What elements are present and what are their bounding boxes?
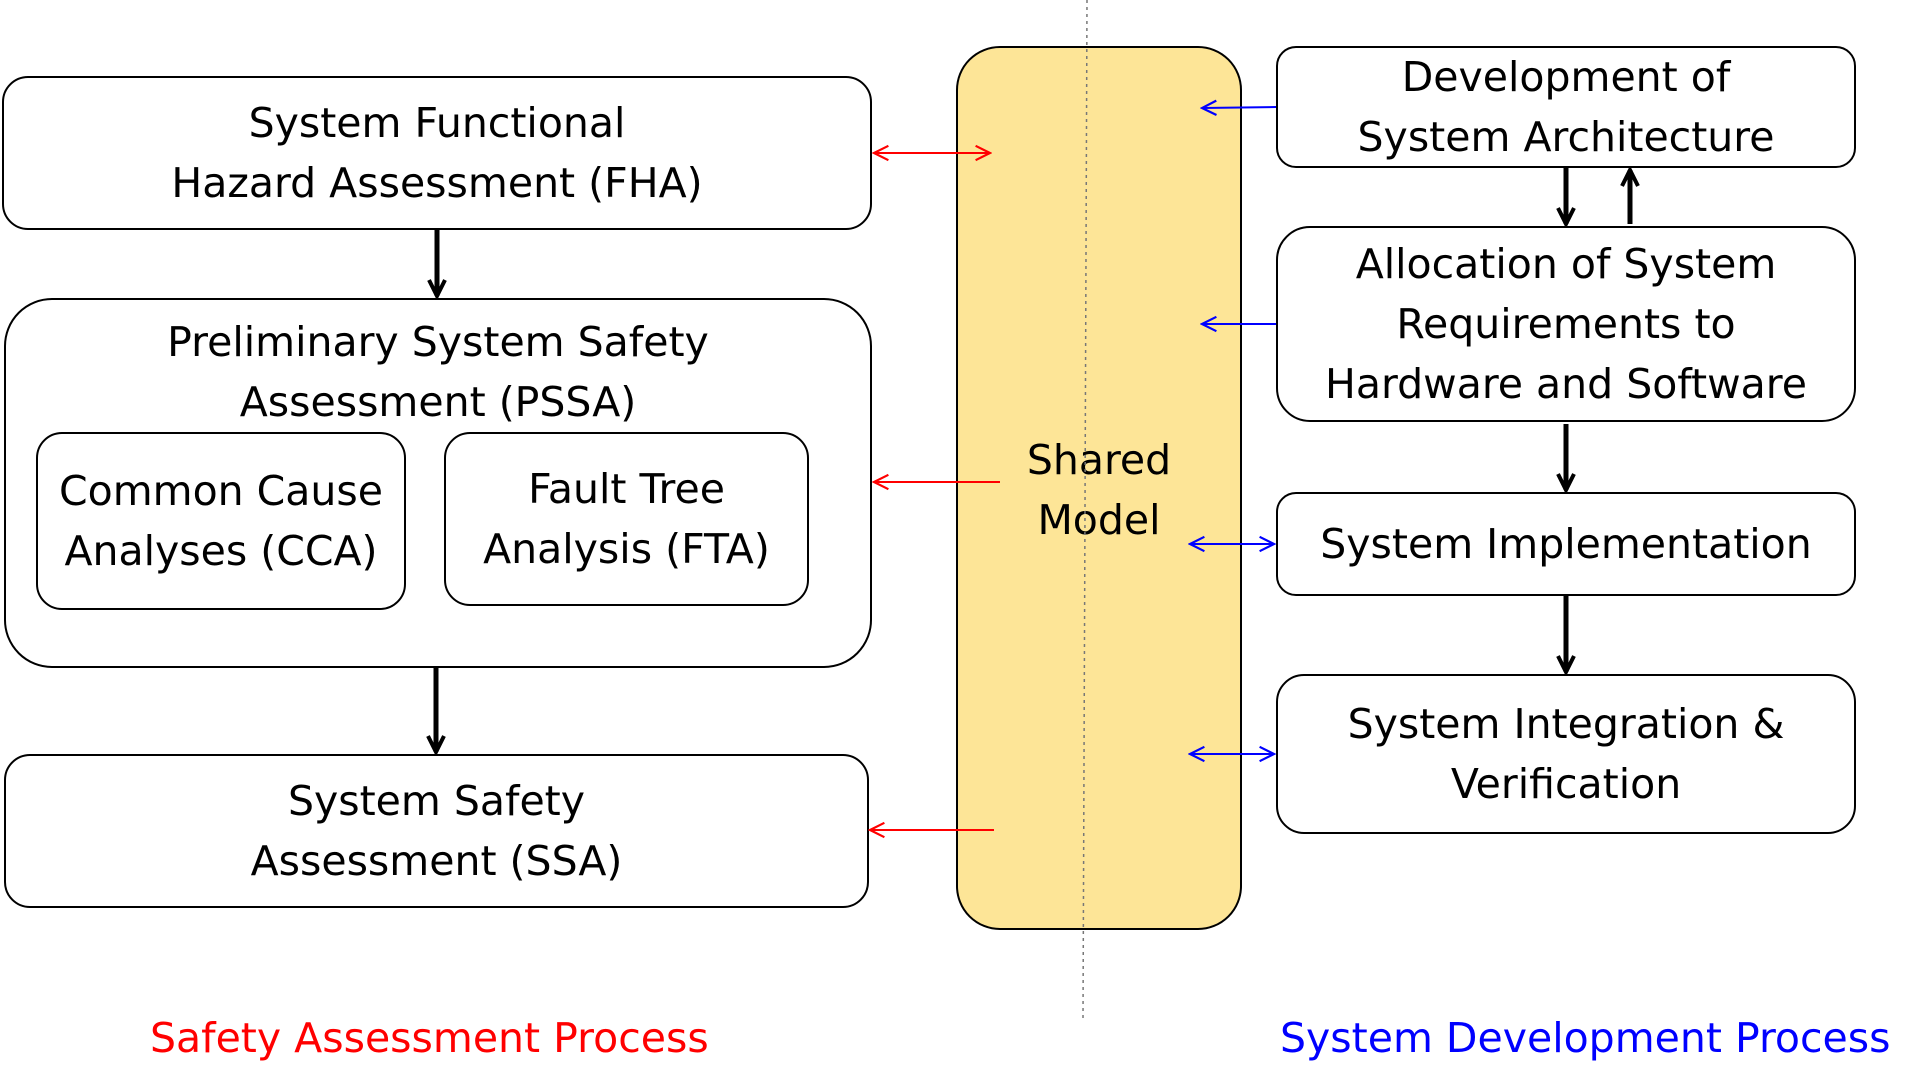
fta-box: Fault Tree Analysis (FTA) [444,432,809,606]
safety-process-label: Safety Assessment Process [150,1014,709,1062]
architecture-box: Development of System Architecture [1276,46,1856,168]
fha-box: System Functional Hazard Assessment (FHA… [2,76,872,230]
shared-model-box [956,46,1242,930]
allocation-box: Allocation of System Requirements to Har… [1276,226,1856,422]
shared-model-label: Shared Model [1026,436,1172,544]
cca-box: Common Cause Analyses (CCA) [36,432,406,610]
implementation-box: System Implementation [1276,492,1856,596]
development-process-label: System Development Process [1280,1014,1891,1062]
integration-box: System Integration & Verification [1276,674,1856,834]
ssa-box: System Safety Assessment (SSA) [4,754,869,908]
blue-arrow-architecture-to-shared [1202,107,1277,108]
center-divider [1082,0,1088,1019]
